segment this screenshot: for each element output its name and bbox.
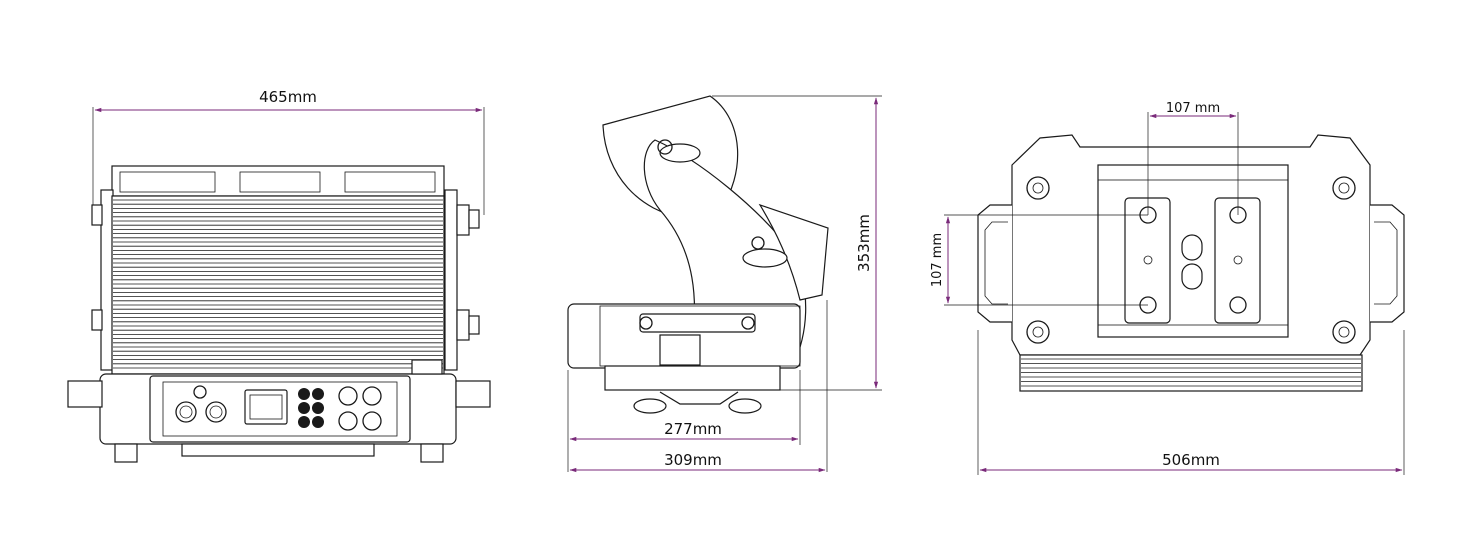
bottom-view: 107 mm 107 mm 506mm [930,101,1405,475]
dim-label-bottom-width: 506mm [1162,451,1220,469]
side-view: 353mm 277mm 309mm [567,95,882,473]
dim-label-bottom-spacing-h: 107 mm [1166,101,1220,116]
dim-label-bottom-spacing-v: 107 mm [930,233,945,287]
dim-label-side-height: 353mm [855,214,873,272]
front-view: 465mm [67,88,491,463]
dim-label-side-depth-outer: 309mm [664,451,722,469]
dim-label-front-width: 465mm [259,88,317,106]
dim-label-side-depth-inner: 277mm [664,420,722,438]
